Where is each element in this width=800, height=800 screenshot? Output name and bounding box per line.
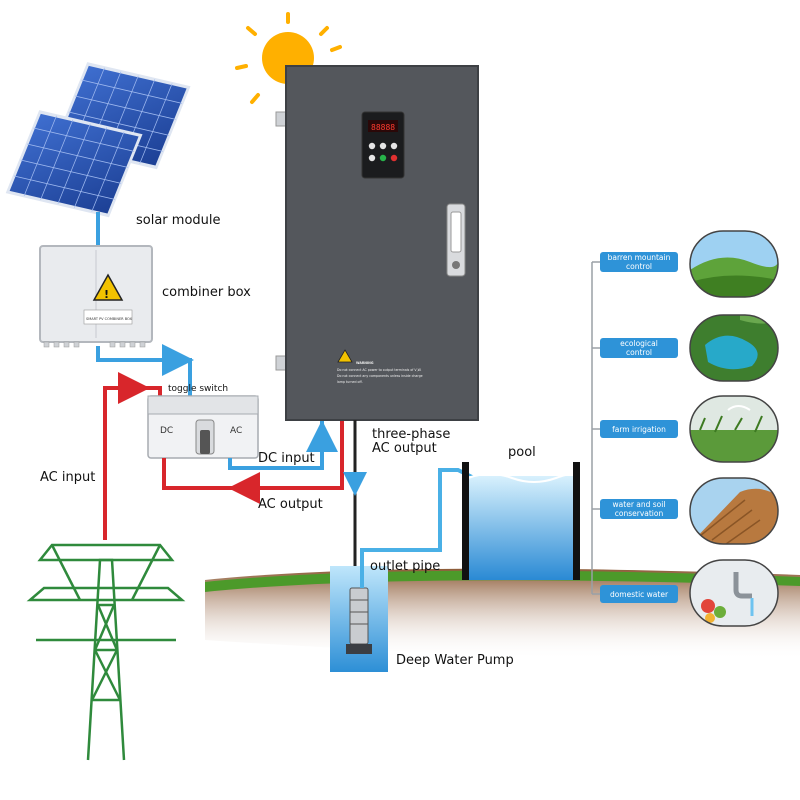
combiner-box-icon: ! SMART PV COMBINER BOX — [39, 245, 153, 348]
pool-label: pool — [508, 445, 536, 460]
application-label-line2: control — [626, 262, 652, 271]
solar-pump-inverter: 88888 WARNING Do not connect AC power to… — [275, 65, 479, 421]
dc-wire-combiner-to-switch — [96, 346, 192, 397]
power-tower-icon — [26, 543, 186, 761]
mountain-landscape-icon — [690, 231, 778, 297]
application-domestic-water: domestic water — [600, 559, 779, 627]
deep-water-pump-label: Deep Water Pump — [396, 653, 514, 668]
solar-module-icon — [5, 62, 191, 218]
application-label-line2: conservation — [615, 509, 664, 518]
irrigation-field-icon — [690, 396, 778, 462]
application-label-line1: ecological — [620, 339, 658, 348]
application-farm-irrigation: farm irrigation — [600, 395, 779, 463]
dc-input-label: DC input — [258, 451, 315, 466]
lake-landscape-icon — [690, 315, 778, 381]
warning-title: WARNING — [356, 361, 374, 365]
warning-sticker: WARNING Do not connect AC power to outpu… — [337, 349, 423, 384]
switch-ac-label: AC — [230, 426, 242, 436]
application-label-line2: control — [626, 348, 652, 357]
application-water-soil: water and soil conservation — [600, 477, 779, 545]
switch-dc-label: DC — [160, 426, 173, 436]
three-phase-label-line1: three-phase — [372, 427, 450, 442]
solar-module-label: solar module — [136, 213, 221, 228]
application-connectors — [591, 261, 600, 595]
application-label-line1: farm irrigation — [612, 425, 666, 434]
pool-tank — [462, 462, 580, 580]
warning-line-3: lamp turned off. — [337, 380, 363, 384]
deep-water-pump-icon — [346, 587, 372, 654]
outlet-pipe-label: outlet pipe — [370, 559, 440, 574]
warning-line-1: Do not connect AC power to output termin… — [337, 368, 422, 372]
ac-input-label: AC input — [40, 470, 95, 485]
toggle-switch-label: toggle switch — [168, 384, 228, 394]
well — [330, 566, 388, 672]
application-label-line1: barren mountain — [608, 253, 671, 262]
svg-text:!: ! — [104, 288, 109, 301]
application-ecological: ecological control — [600, 314, 779, 382]
inverter-display-icon: 88888 — [371, 123, 395, 132]
outlet-pipe — [360, 468, 475, 588]
warning-line-2: Do not connect any components unless ins… — [337, 374, 423, 378]
application-list: barren mountain control ecological contr… — [600, 230, 779, 627]
kitchen-faucet-icon — [690, 560, 778, 626]
ac-output-label: AC output — [258, 497, 323, 512]
application-barren-mountain: barren mountain control — [600, 230, 779, 298]
three-phase-label-line2: AC output — [372, 441, 437, 456]
combiner-box-label: combiner box — [162, 285, 251, 300]
application-label-line1: water and soil — [613, 500, 666, 509]
toggle-switch-icon: DC AC — [147, 395, 259, 459]
combiner-box-plate: SMART PV COMBINER BOX — [86, 317, 133, 321]
application-label-line1: domestic water — [610, 590, 669, 599]
terraced-hill-icon — [690, 478, 778, 544]
